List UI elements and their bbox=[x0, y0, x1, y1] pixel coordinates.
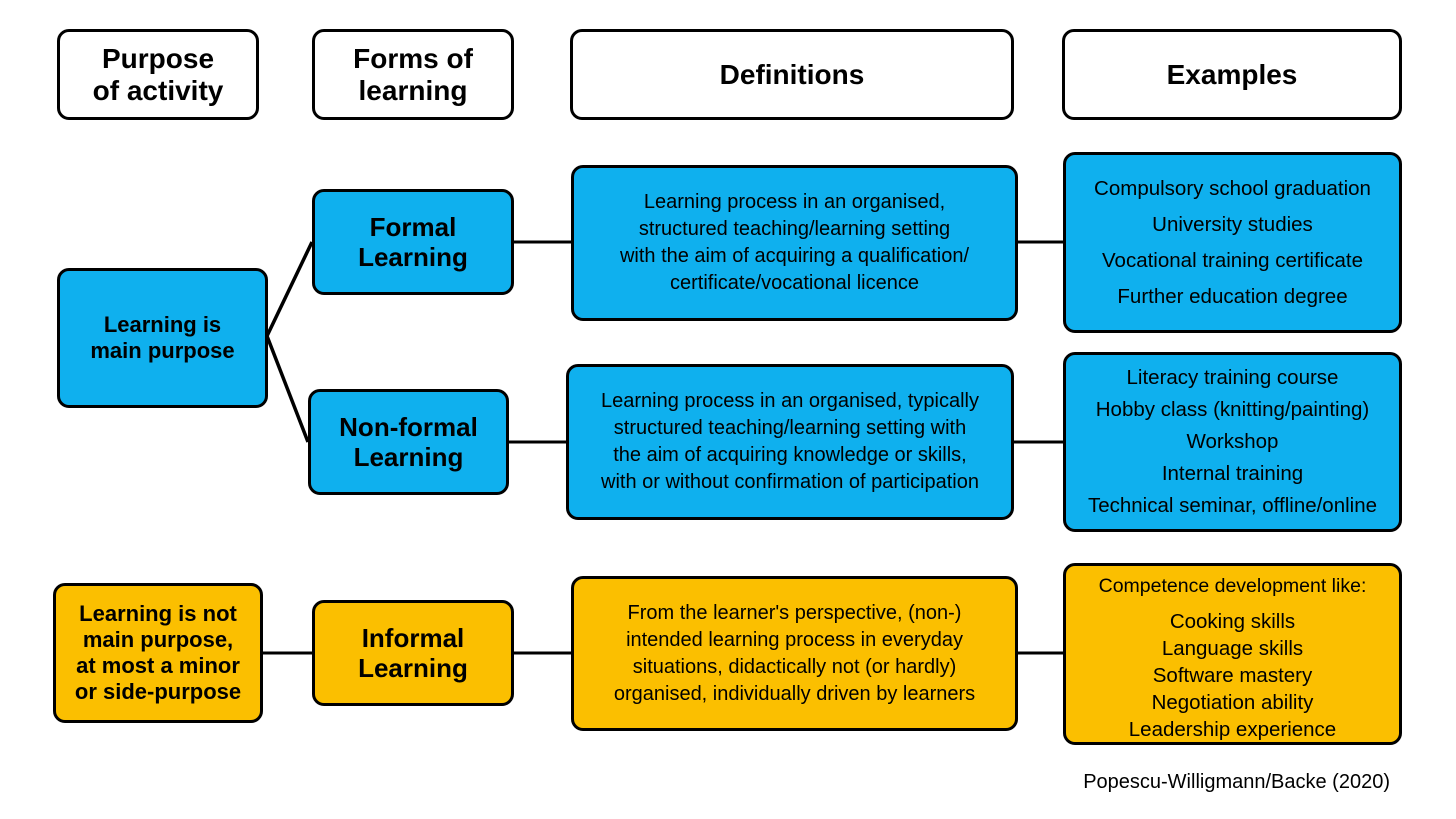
definition-formal-box: Learning process in an organised, struct… bbox=[571, 165, 1018, 321]
header-purpose-line-1: Purpose bbox=[101, 42, 215, 74]
header-forms-line-1: Forms of bbox=[353, 42, 473, 74]
definition-formal-line-4: certificate/vocational licence bbox=[669, 272, 919, 294]
definition-formal-line-2: structured teaching/learning setting bbox=[638, 218, 951, 240]
example-nonformal-3: Workshop bbox=[1186, 430, 1279, 453]
example-informal-intro: Competence development like: bbox=[1098, 575, 1367, 597]
connector-main-to-nonformal bbox=[265, 335, 310, 443]
form-informal-line-1: Informal bbox=[361, 623, 465, 653]
definition-informal-line-1: From the learner's perspective, (non-) bbox=[627, 601, 962, 624]
form-formal-box: Formal Learning bbox=[312, 189, 514, 295]
definition-nonformal-line-3: the aim of acquiring knowledge or skills… bbox=[613, 444, 967, 466]
example-formal-1: Compulsory school graduation bbox=[1094, 176, 1371, 200]
definition-informal-box: From the learner's perspective, (non-) i… bbox=[571, 576, 1018, 731]
definition-formal-line-1: Learning process in an organised, bbox=[643, 191, 946, 213]
purpose-not-main-line-1: Learning is not bbox=[79, 601, 237, 626]
header-examples: Examples bbox=[1062, 29, 1402, 120]
form-formal-line-1: Formal bbox=[369, 212, 457, 242]
example-informal-4: Negotiation ability bbox=[1151, 691, 1314, 714]
example-formal-2: University studies bbox=[1152, 212, 1313, 236]
example-nonformal-1: Literacy training course bbox=[1126, 366, 1339, 389]
connector-main-to-formal bbox=[265, 241, 314, 337]
purpose-main-line-2: main purpose bbox=[90, 338, 235, 363]
source-credit: Popescu-Willigmann/Backe (2020) bbox=[1083, 771, 1390, 793]
definition-formal-line-3: with the aim of acquiring a qualificatio… bbox=[619, 245, 970, 267]
example-informal-1: Cooking skills bbox=[1169, 610, 1296, 633]
definition-informal-line-3: situations, didactically not (or hardly) bbox=[632, 655, 957, 678]
form-nonformal-box: Non-formal Learning bbox=[308, 389, 509, 495]
header-purpose-line-2: of activity bbox=[92, 74, 224, 106]
definition-informal-line-4: organised, individually driven by learne… bbox=[613, 682, 976, 705]
form-informal-line-2: Learning bbox=[358, 653, 468, 683]
definition-nonformal-line-4: with or without confirmation of particip… bbox=[601, 471, 979, 493]
purpose-not-main-line-2: main purpose, bbox=[82, 627, 234, 652]
form-informal-box: Informal Learning bbox=[312, 600, 514, 706]
example-nonformal-4: Internal training bbox=[1161, 462, 1304, 485]
purpose-not-main-line-4: or side-purpose bbox=[74, 679, 242, 704]
header-forms: Forms of learning bbox=[312, 29, 514, 120]
purpose-main-line-1: Learning is bbox=[103, 312, 222, 337]
purpose-not-main-line-3: at most a minor bbox=[76, 653, 240, 678]
example-nonformal-2: Hobby class (knitting/painting) bbox=[1095, 398, 1370, 421]
header-definitions: Definitions bbox=[570, 29, 1014, 120]
example-informal-3: Software mastery bbox=[1152, 664, 1313, 687]
purpose-not-main-box: Learning is not main purpose, at most a … bbox=[53, 583, 263, 723]
header-forms-line-2: learning bbox=[358, 74, 468, 106]
example-formal-4: Further education degree bbox=[1117, 284, 1348, 308]
example-informal-2: Language skills bbox=[1161, 637, 1304, 660]
example-formal-3: Vocational training certificate bbox=[1102, 248, 1363, 272]
form-nonformal-line-1: Non-formal bbox=[339, 412, 478, 442]
definition-nonformal-line-1: Learning process in an organised, typica… bbox=[601, 390, 979, 412]
example-nonformal-5: Technical seminar, offline/online bbox=[1087, 494, 1378, 517]
definition-nonformal-box: Learning process in an organised, typica… bbox=[566, 364, 1014, 520]
purpose-main-box: Learning is main purpose bbox=[57, 268, 268, 408]
examples-formal-box: Compulsory school graduation University … bbox=[1063, 152, 1402, 333]
form-formal-line-2: Learning bbox=[358, 242, 468, 272]
header-definitions-label: Definitions bbox=[719, 58, 865, 90]
header-purpose: Purpose of activity bbox=[57, 29, 259, 120]
header-examples-label: Examples bbox=[1166, 58, 1298, 90]
example-informal-5: Leadership experience bbox=[1128, 718, 1337, 741]
definition-informal-line-2: intended learning process in everyday bbox=[626, 628, 963, 651]
form-nonformal-line-2: Learning bbox=[353, 442, 464, 472]
examples-nonformal-box: Literacy training course Hobby class (kn… bbox=[1063, 352, 1402, 532]
definition-nonformal-line-2: structured teaching/learning setting wit… bbox=[613, 417, 967, 439]
examples-informal-box: Competence development like: Cooking ski… bbox=[1063, 563, 1402, 745]
